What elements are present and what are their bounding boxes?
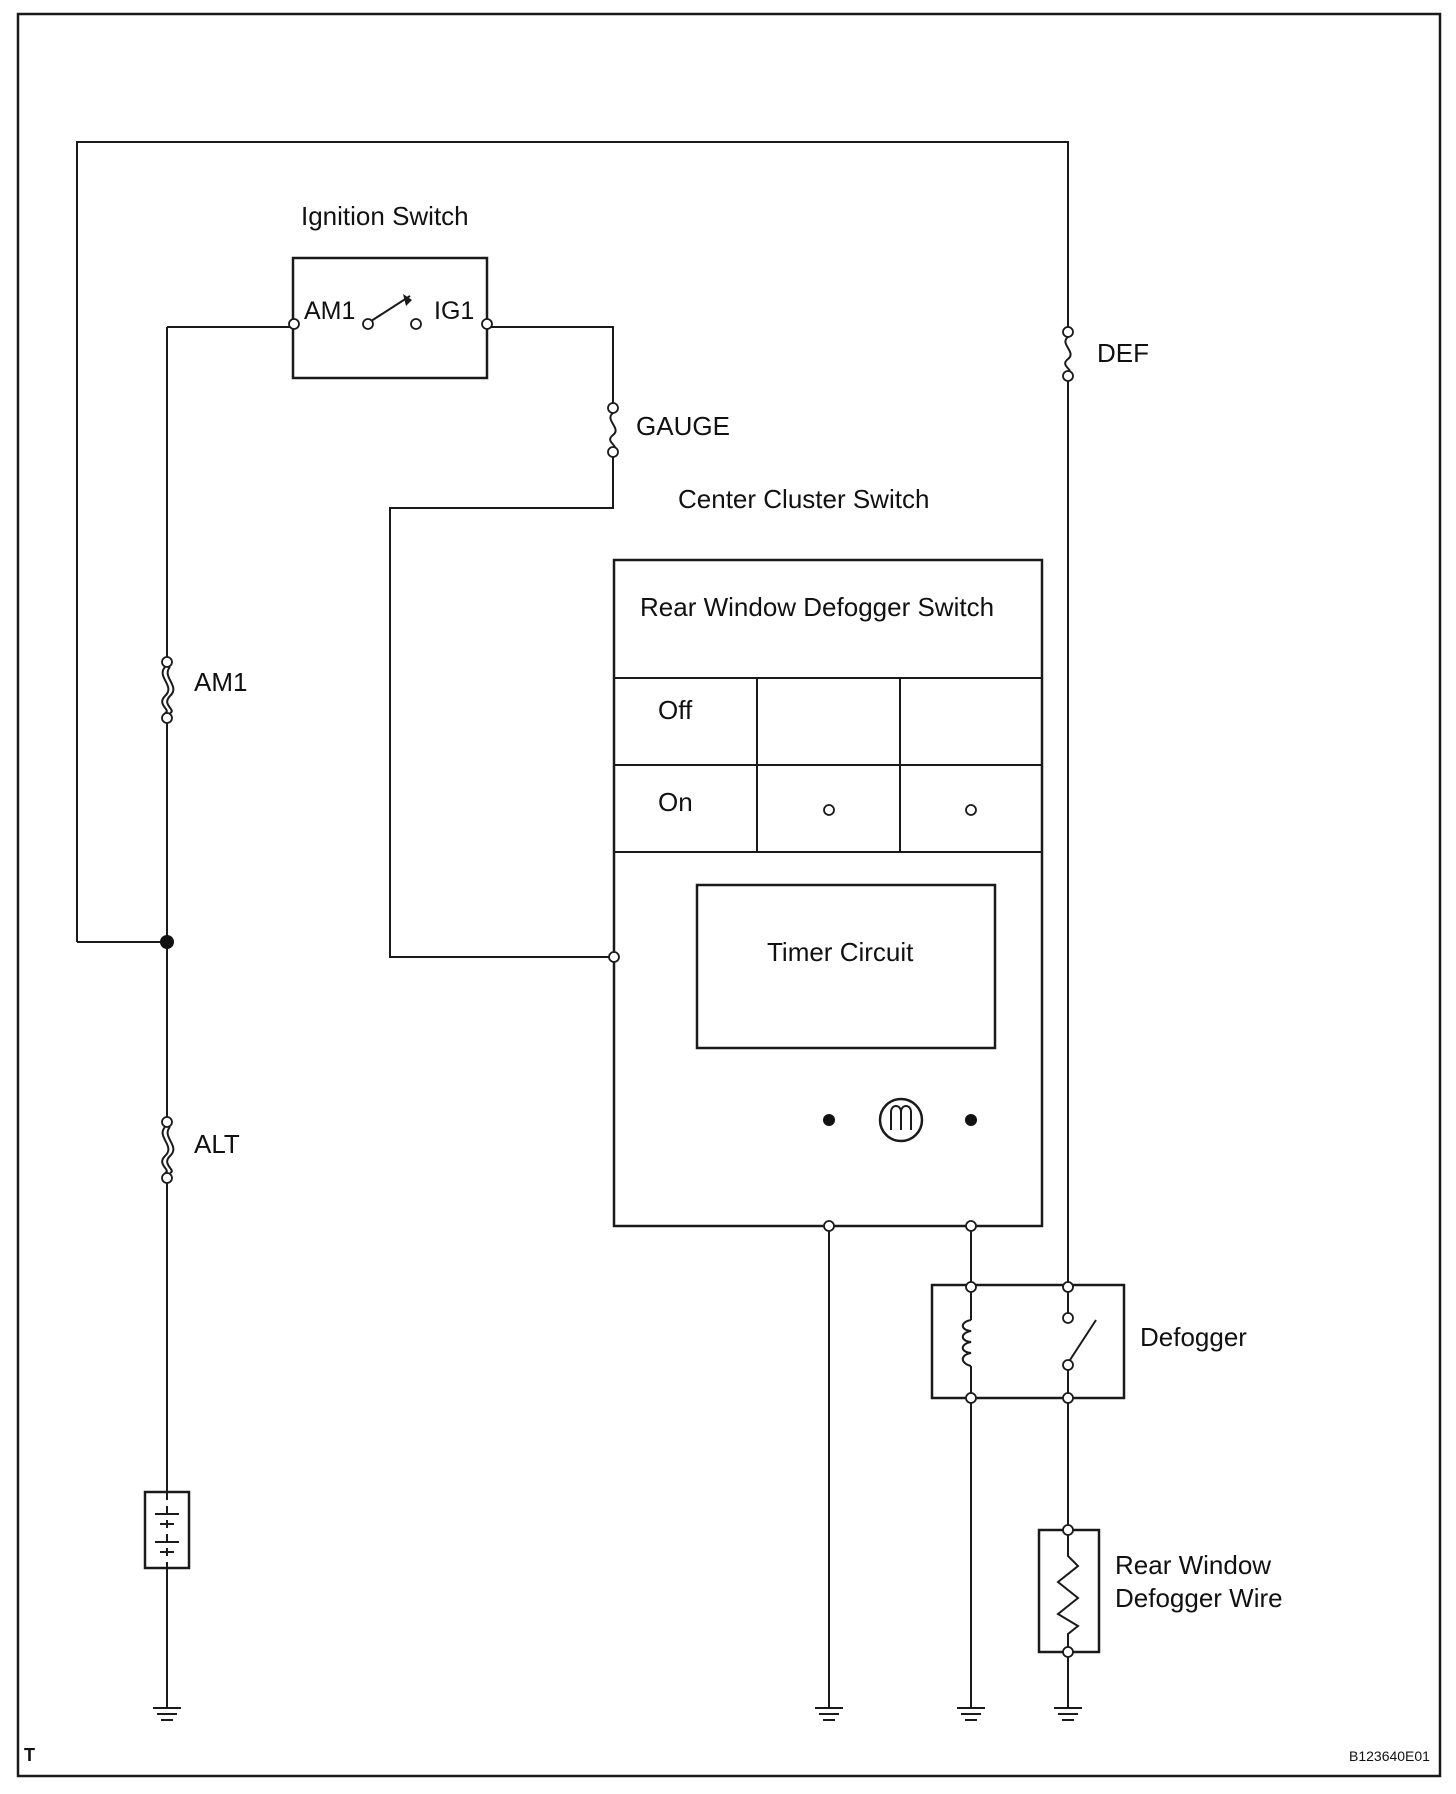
ignition-switch-contact <box>410 318 422 330</box>
defogger-relay <box>930 1281 1126 1404</box>
defogger-wire-label-1: Rear Window <box>1115 1550 1271 1580</box>
alt-fuse-top <box>161 1116 173 1128</box>
switch-on-contact-a <box>823 804 835 816</box>
relay-switch-terminal-top <box>1062 1281 1074 1293</box>
relay-switch-pivot <box>1062 1359 1074 1371</box>
battery <box>143 1490 191 1570</box>
gauge-fuse-bottom <box>607 446 619 458</box>
cluster-ig-terminal <box>608 951 620 963</box>
defogger-relay-box <box>930 1283 1126 1400</box>
def-fuse-bottom <box>1062 370 1074 382</box>
defogger-switch-title: Rear Window Defogger Switch <box>640 592 994 622</box>
cluster-ground-terminal <box>823 1220 835 1232</box>
def-fuse-icon <box>1064 336 1072 374</box>
ground-icon-cluster <box>815 1707 843 1721</box>
corner-mark: T <box>24 1745 35 1765</box>
switch-off-label: Off <box>658 695 693 725</box>
wire-gauge-to-cluster <box>389 454 615 958</box>
alt-fuse-icon-b <box>166 1126 175 1174</box>
relay-switch-blade <box>1067 1319 1097 1364</box>
defogger-relay-label: Defogger <box>1140 1322 1247 1352</box>
def-fuse-top <box>1062 326 1074 338</box>
rear-window-defogger-wire <box>1037 1524 1101 1658</box>
ignition-switch-blade-tip <box>403 294 412 306</box>
fuses <box>161 326 1074 1184</box>
ignition-am1-label: AM1 <box>304 297 355 325</box>
ground-icon-relay <box>957 1707 985 1721</box>
indicator-junction-left <box>823 1114 835 1126</box>
gauge-fuse-top <box>607 402 619 414</box>
am1-fuse-icon-a <box>161 666 170 714</box>
relay-coil-terminal-bottom <box>965 1392 977 1404</box>
gauge-fuse-label: GAUGE <box>636 411 730 441</box>
alt-fuse-icon-a <box>161 1126 170 1174</box>
labels: Ignition Switch AM1 IG1 GAUGE DEF AM1 AL… <box>24 201 1430 1765</box>
ground-icon-defogger-wire <box>1054 1707 1082 1721</box>
wire-top-loop <box>76 141 1069 942</box>
main-junction-dot <box>160 935 174 949</box>
diagram-frame <box>16 12 1442 1778</box>
figure-code: B123640E01 <box>1349 1748 1430 1764</box>
def-fuse-label: DEF <box>1097 338 1149 368</box>
am1-fuse-top <box>161 656 173 668</box>
relay-switch-contact <box>1062 1312 1074 1324</box>
switch-on-label: On <box>658 787 693 817</box>
ignition-switch-pivot <box>362 318 374 330</box>
ignition-switch-box <box>291 256 489 380</box>
defogger-wire-terminal-top <box>1062 1524 1074 1536</box>
ignition-am1-terminal <box>288 318 300 330</box>
ground-icon-battery <box>153 1707 181 1721</box>
am1-fuse-icon-b <box>166 666 175 714</box>
battery-box <box>143 1490 191 1570</box>
relay-coil-icon <box>961 1319 972 1367</box>
alt-fuse-label: ALT <box>194 1129 240 1159</box>
indicator-junction-right <box>965 1114 977 1126</box>
ignition-switch-label: Ignition Switch <box>301 201 469 231</box>
cluster-relay-terminal <box>965 1220 977 1232</box>
indicator-bulb-filament <box>890 1105 912 1130</box>
timer-circuit-label: Timer Circuit <box>767 937 914 967</box>
center-cluster-switch-label: Center Cluster Switch <box>678 484 929 514</box>
timer-circuit-box <box>695 883 997 1050</box>
wire-ig1-to-gauge <box>486 326 614 408</box>
relay-coil-terminal-top <box>965 1281 977 1293</box>
ignition-ig1-terminal <box>481 318 493 330</box>
defogger-wire-label-2: Defogger Wire <box>1115 1583 1283 1613</box>
am1-fuse-label: AM1 <box>194 667 247 697</box>
alt-fuse-bottom <box>161 1172 173 1184</box>
relay-switch-terminal-bottom <box>1062 1392 1074 1404</box>
switch-on-contact-b <box>965 804 977 816</box>
am1-fuse-bottom <box>161 712 173 724</box>
ignition-switch-blade <box>367 295 411 324</box>
grounds <box>153 1707 1082 1721</box>
ignition-ig1-label: IG1 <box>434 297 474 325</box>
defogger-wire-resistor-icon <box>1056 1530 1080 1652</box>
center-cluster-switch <box>608 558 1044 1232</box>
defogger-wire-terminal-bottom <box>1062 1646 1074 1658</box>
gauge-fuse-icon <box>609 412 617 450</box>
ignition-switch <box>288 256 493 380</box>
